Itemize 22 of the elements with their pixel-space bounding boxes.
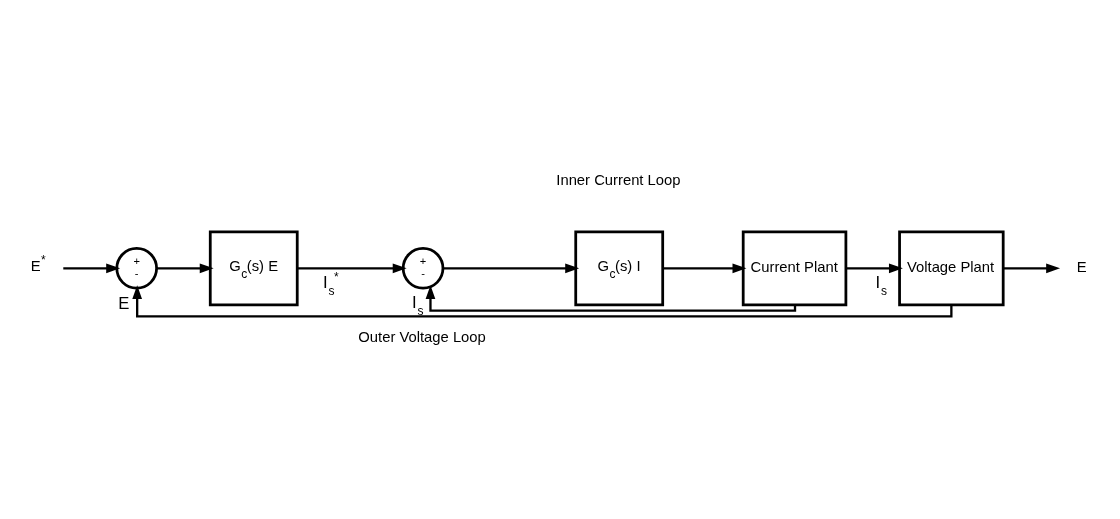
- arrow: [663, 262, 747, 273]
- edge-label: I$_{s}$: [875, 272, 887, 298]
- arrow: [443, 262, 580, 273]
- node-box: Current Plant: [741, 229, 848, 306]
- node-text: E$^{*}$: [30, 252, 46, 274]
- edge-label: E: [118, 293, 130, 313]
- node-circle: + -: [401, 246, 445, 290]
- arrow: [156, 262, 214, 273]
- label: Inner Current Loop: [556, 171, 681, 188]
- arrow: [1003, 262, 1061, 273]
- arrow: [297, 262, 407, 273]
- node-box: Voltage Plant: [898, 229, 1005, 306]
- arrow: [425, 284, 797, 312]
- node-text: E: [1076, 258, 1087, 275]
- node-circle: + -: [115, 246, 158, 290]
- node-box: G$_{c}$(s) I: [574, 229, 665, 306]
- arrow: [63, 262, 121, 273]
- edge-label: I$_{s}$: [411, 292, 424, 318]
- arrow: [132, 284, 953, 317]
- node-box: G$_{c}$(s) E: [208, 229, 299, 306]
- label: Outer Voltage Loop: [358, 328, 486, 345]
- arrow: [845, 262, 903, 273]
